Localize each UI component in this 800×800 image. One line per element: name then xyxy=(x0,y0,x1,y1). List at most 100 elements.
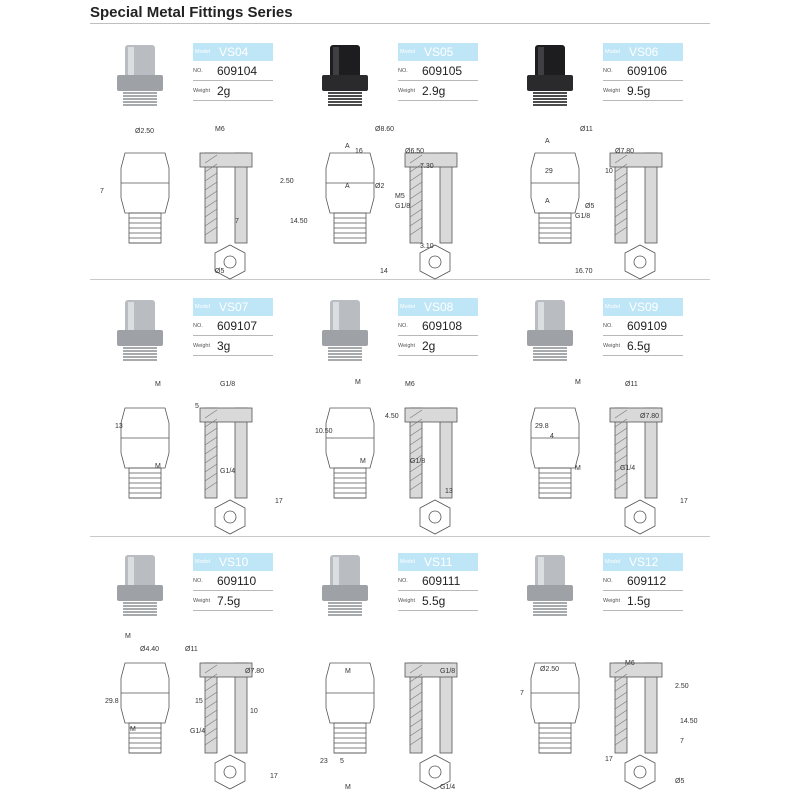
dimension-label: 14.50 xyxy=(680,718,698,725)
number-row: NO. 609111 xyxy=(398,571,478,591)
dimension-label: Ø4.40 xyxy=(140,646,159,653)
product-photo xyxy=(527,45,573,106)
spec-key: NO. xyxy=(193,67,203,74)
weight-value: 2g xyxy=(217,83,231,98)
dimension-label: M xyxy=(155,381,161,388)
dimension-label: 17 xyxy=(680,498,688,505)
spec-key: NO. xyxy=(603,577,613,584)
model-value: VS08 xyxy=(424,300,454,314)
dimension-label: 16.70 xyxy=(575,268,593,275)
title-rule xyxy=(90,23,710,24)
dimension-label: Ø2.50 xyxy=(540,666,559,673)
dimension-label: M xyxy=(345,668,351,675)
dimension-label: M xyxy=(345,784,351,791)
dimension-label: Ø5 xyxy=(585,203,594,210)
spec-key: Weight xyxy=(603,597,621,604)
product-photo xyxy=(117,45,163,106)
dimension-label: M xyxy=(355,379,361,386)
spec-key: Weight xyxy=(398,342,416,349)
number-row: NO.609106 xyxy=(603,61,683,81)
spec-key: Model xyxy=(400,304,415,310)
weight-value: 7.5g xyxy=(217,593,241,608)
weight-value: 3g xyxy=(217,338,231,353)
dimension-label: 16 xyxy=(355,148,363,155)
dimension-label: 14.50 xyxy=(290,218,308,225)
dimension-label: M xyxy=(125,633,131,640)
number-row: NO. 609110 xyxy=(193,571,273,591)
number-value: 609110 xyxy=(217,573,257,588)
spec-key: Weight xyxy=(603,87,621,94)
number-row: NO.609109 xyxy=(603,316,683,336)
dimension-label: Ø5 xyxy=(675,778,684,785)
dimension-label: Ø11 xyxy=(580,126,593,133)
dimension-label: G1/8 xyxy=(220,381,235,388)
dimension-label: G1/8 xyxy=(575,213,590,220)
spec-key: Weight xyxy=(398,597,416,604)
product-photo xyxy=(322,300,368,361)
dimension-label: M6 xyxy=(405,381,415,388)
dimension-label: Ø11 xyxy=(625,381,638,388)
spec-key: Weight xyxy=(603,342,621,349)
number-value: 609105 xyxy=(422,63,463,78)
dimension-label: G1/4 xyxy=(190,728,205,735)
dimension-label: 10.50 xyxy=(315,428,333,435)
product-photo xyxy=(117,555,163,616)
spec-key: Model xyxy=(195,304,210,310)
dimension-label: Ø7.80 xyxy=(615,148,634,155)
dimension-label: A xyxy=(345,143,350,150)
product-photo xyxy=(322,45,368,106)
dimension-label: 4.50 xyxy=(385,413,399,420)
number-value: 609104 xyxy=(217,63,258,78)
dimension-label: G1/4 xyxy=(620,465,635,472)
dimension-label: 10 xyxy=(605,168,613,175)
dimension-label: 7 xyxy=(680,738,684,745)
dimension-label: 7 xyxy=(520,690,524,697)
model-value: VS06 xyxy=(629,45,659,59)
spec-key: NO. xyxy=(398,322,408,329)
dimension-label: 29.8 xyxy=(535,423,549,430)
dimension-label: M6 xyxy=(215,126,225,133)
dimension-label: M5 xyxy=(395,193,405,200)
product-photo xyxy=(527,300,573,361)
number-row: NO. 609112 xyxy=(603,571,683,591)
number-row: NO.609105 xyxy=(398,61,478,81)
spec-key: Model xyxy=(400,559,415,565)
dimension-label: 2.50 xyxy=(280,178,294,185)
weight-value: 2.9g xyxy=(422,83,446,98)
product-photo xyxy=(527,555,573,616)
dimension-label: G1/8 xyxy=(395,203,410,210)
dimension-label: G1/8 xyxy=(410,458,425,465)
dimension-label: Ø5 xyxy=(215,268,224,275)
dimension-label: Ø11 xyxy=(185,646,198,653)
model-value: VS09 xyxy=(629,300,659,314)
number-value: 609112 xyxy=(627,573,667,588)
model-value: VS07 xyxy=(219,300,249,314)
spec-key: NO. xyxy=(398,577,408,584)
dimension-label: 23 xyxy=(320,758,328,765)
dimension-label: 10 xyxy=(250,708,258,715)
spec-key: NO. xyxy=(193,577,203,584)
number-value: 609111 xyxy=(422,573,461,588)
dimension-label: G1/4 xyxy=(440,784,455,791)
dimension-label: 17 xyxy=(605,756,613,763)
